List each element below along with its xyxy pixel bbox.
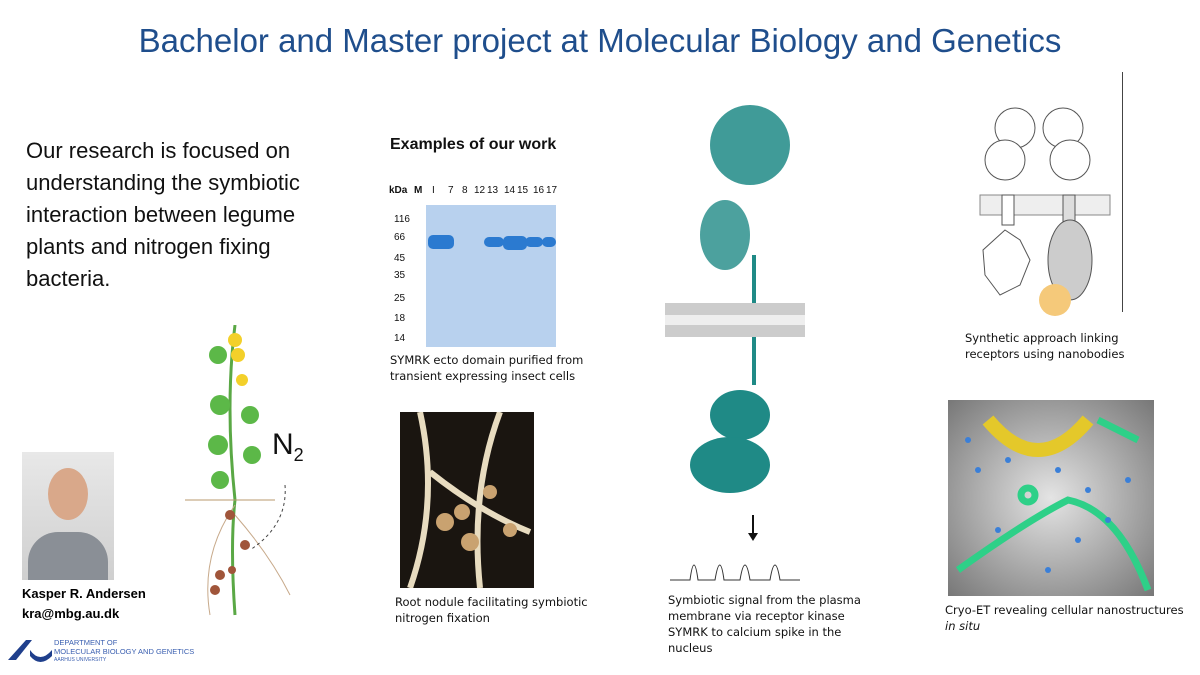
gel-unit: kDa <box>389 185 408 196</box>
gel-band <box>484 237 504 247</box>
synthetic-caption: Synthetic approach linking receptors usi… <box>965 331 1125 361</box>
slide-title: Bachelor and Master project at Molecular… <box>138 22 1062 59</box>
gel-band <box>542 237 556 247</box>
person-name: Kasper R. Andersen <box>22 586 146 601</box>
gel-marker: 35 <box>394 270 406 281</box>
au-logo: DEPARTMENT OF MOLECULAR BIOLOGY AND GENE… <box>6 636 194 667</box>
cryo-et-image <box>948 400 1154 596</box>
nodule-caption: Root nodule facilitating symbiotic nitro… <box>395 595 588 625</box>
gel-lane-label: 13 <box>487 185 499 196</box>
gel-lane-label: 8 <box>462 185 468 196</box>
person-email[interactable]: kra@mbg.au.dk <box>22 606 120 621</box>
intro-text: Our research is focused on understanding… <box>26 138 300 291</box>
logo-line1: DEPARTMENT OF <box>54 638 118 647</box>
gel-lane-label: 7 <box>448 185 454 196</box>
divider-line <box>1122 72 1123 312</box>
gel-marker: 14 <box>394 333 406 344</box>
gel-marker: 66 <box>394 232 406 243</box>
gel-lane-label: 16 <box>533 185 545 196</box>
synthetic-receptor-illustration <box>979 107 1111 316</box>
symrk-structure-illustration <box>665 105 805 581</box>
portrait-photo <box>22 452 114 580</box>
gel-band <box>503 236 527 250</box>
legume-plant-illustration <box>185 325 291 616</box>
logo-line3: AARHUS UNIVERSITY <box>54 657 107 663</box>
logo-line2: MOLECULAR BIOLOGY AND GENETICS <box>54 647 195 656</box>
root-nodule-photo <box>400 412 534 588</box>
gel-lane-label: I <box>432 185 435 196</box>
gel-lane-label: 17 <box>546 185 558 196</box>
gel-marker: 116 <box>394 214 410 225</box>
gel-band <box>428 235 454 249</box>
gel-caption: SYMRK ecto domain purified from transien… <box>390 353 584 383</box>
symrk-caption: Symbiotic signal from the plasma membran… <box>668 593 861 655</box>
examples-heading: Examples of our work <box>390 136 557 153</box>
gel-lane-label: 12 <box>474 185 486 196</box>
sds-page-gel: kDa M I 7 8 12 13 14 15 16 17 116 66 45 … <box>386 185 558 347</box>
au-logo-icon <box>8 640 52 662</box>
gel-lane-label: 14 <box>504 185 516 196</box>
nitrogen-label: N2 <box>272 428 304 465</box>
gel-marker: 25 <box>394 293 406 304</box>
gel-marker: 18 <box>394 313 406 324</box>
gel-lane-label: M <box>414 185 423 196</box>
gel-marker: 45 <box>394 253 406 264</box>
cryo-caption: Cryo-ET revealing cellular nanostructure… <box>945 603 1184 633</box>
gel-band <box>525 237 543 247</box>
gel-lane-label: 15 <box>517 185 529 196</box>
